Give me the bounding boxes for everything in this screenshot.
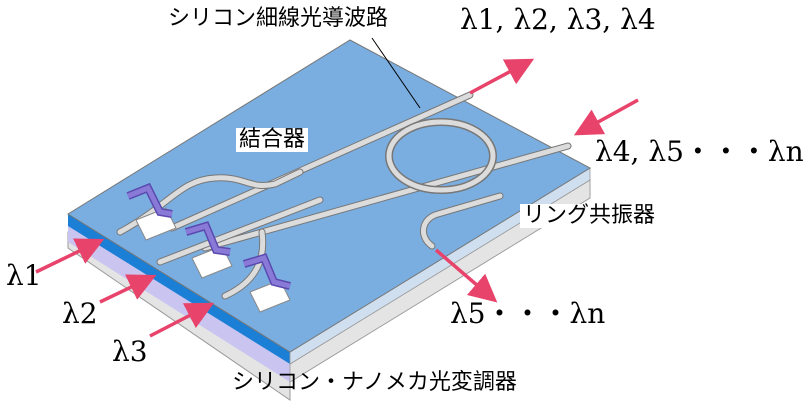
waveguide-leader-line <box>371 37 421 109</box>
waveguides <box>116 91 572 300</box>
wavelength-in-1: λ1 <box>6 259 42 292</box>
arrow-in-2 <box>99 274 157 304</box>
label-silicon-wire-waveguide: シリコン細線光導波路 <box>168 6 389 31</box>
modulator-1 <box>126 182 177 241</box>
arrow-in-1 <box>35 238 105 274</box>
chip-diagram <box>35 37 639 401</box>
light-arrows <box>35 58 639 338</box>
arrow-in-right <box>573 98 639 136</box>
label-ring-resonator: リング共振器 <box>520 204 659 228</box>
wavelength-in-2: λ2 <box>62 297 98 330</box>
arrow-in-3 <box>149 302 215 338</box>
wavelengths-out-top: λ1, λ2, λ3, λ4 <box>460 3 656 36</box>
chip-top-surface <box>67 39 592 353</box>
label-coupler: 結合器 <box>236 128 309 152</box>
chip-blue-layer <box>68 214 290 364</box>
modulator-3 <box>242 253 291 313</box>
wavelength-in-3: λ3 <box>112 335 148 368</box>
wavelengths-out-drop: λ5・・・λn <box>450 297 606 330</box>
arrow-out-top <box>469 58 535 95</box>
chip-lavender-layer <box>68 224 290 382</box>
arrow-out-drop <box>434 248 498 303</box>
modulator-2 <box>184 221 233 279</box>
wavelengths-in-right: λ4, λ5・・・λn <box>595 135 804 168</box>
label-modulator: シリコン・ナノメカ光変調器 <box>232 370 517 395</box>
